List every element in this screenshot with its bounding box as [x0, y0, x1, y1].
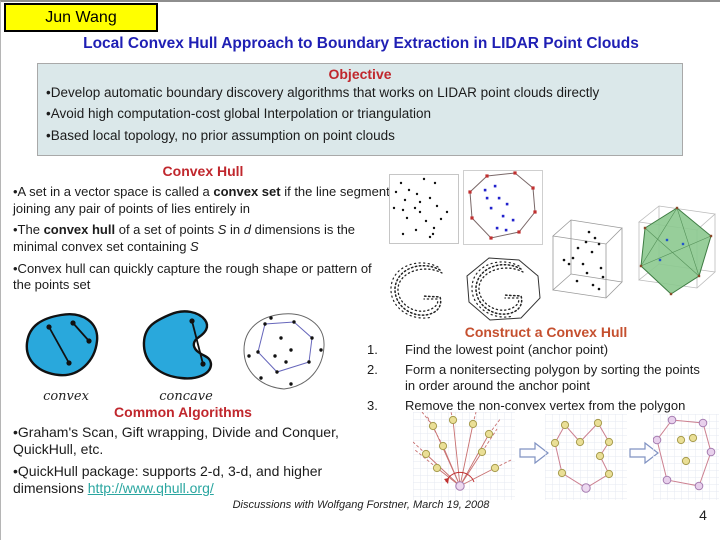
convex-bullet-3: •Convex hull can quickly capture the rou…	[13, 260, 372, 293]
construct-heading: Construct a Convex Hull	[464, 324, 628, 340]
construct-step-3: 3.Remove the non-convex vertex from the …	[367, 397, 686, 413]
final-hull-diagram	[653, 414, 719, 500]
convex-bullet-2: •The convex hull of a set of points S in…	[13, 222, 356, 254]
convex-blob-figure	[21, 311, 103, 383]
algorithms-bullet-2: •QuickHull package: supports 2-d, 3-d, a…	[13, 462, 323, 497]
common-algorithms-section: Common Algorithms •Graham's Scan, Gift w…	[13, 404, 353, 501]
cube-hull-figure	[631, 200, 720, 304]
g-hull-figure	[459, 254, 547, 324]
anchor-rays-diagram	[413, 412, 515, 500]
construct-section: Construct a Convex Hull	[381, 324, 711, 340]
page-number: 4	[699, 507, 707, 523]
objective-heading: Objective	[328, 66, 392, 82]
common-algorithms-heading: Common Algorithms	[114, 404, 252, 420]
convex-hull-2d-figure	[463, 170, 543, 245]
convex-hull-section: Convex Hull •A set in a vector space is …	[13, 163, 393, 299]
algorithms-bullet-1: •Graham's Scan, Gift wrapping, Divide an…	[13, 424, 339, 458]
g-points-figure	[387, 259, 457, 321]
qhull-link[interactable]: http://www.qhull.org/	[87, 480, 214, 497]
right-arrow-icon	[519, 440, 549, 466]
blob-hull-figure	[239, 310, 329, 394]
convex-hull-heading: Convex Hull	[162, 163, 244, 179]
slide-title: Local Convex Hull Approach to Boundary E…	[83, 35, 639, 52]
objective-bullet: •Develop automatic boundary discovery al…	[46, 85, 600, 100]
construct-step-1: 1.Find the lowest point (anchor point)	[367, 342, 609, 357]
convex-blob-label: convex	[43, 389, 89, 404]
concave-blob-figure	[139, 308, 219, 388]
author-tag: Jun Wang	[4, 3, 158, 32]
cube-points-figure	[545, 214, 629, 312]
convex-bullet-1: •A set in a vector space is called a con…	[13, 184, 390, 216]
right-arrow-icon	[629, 440, 659, 466]
objective-bullet: •Avoid high computation-cost global Inte…	[46, 106, 431, 122]
objective-bullet: •Based local topology, no prior assumpti…	[46, 127, 395, 143]
construct-step-2: 2.Form a nonitersecting polygon by sorti…	[367, 361, 700, 394]
construct-steps: 1.Find the lowest point (anchor point) 2…	[367, 342, 707, 418]
footer-credit: Discussions with Wolfgang Forstner, Marc…	[232, 499, 490, 511]
objective-box: Objective •Develop automatic boundary di…	[37, 63, 683, 156]
concave-blob-label: concave	[159, 389, 213, 404]
star-polygon-diagram	[545, 414, 627, 500]
scatter-points-figure	[389, 174, 459, 244]
